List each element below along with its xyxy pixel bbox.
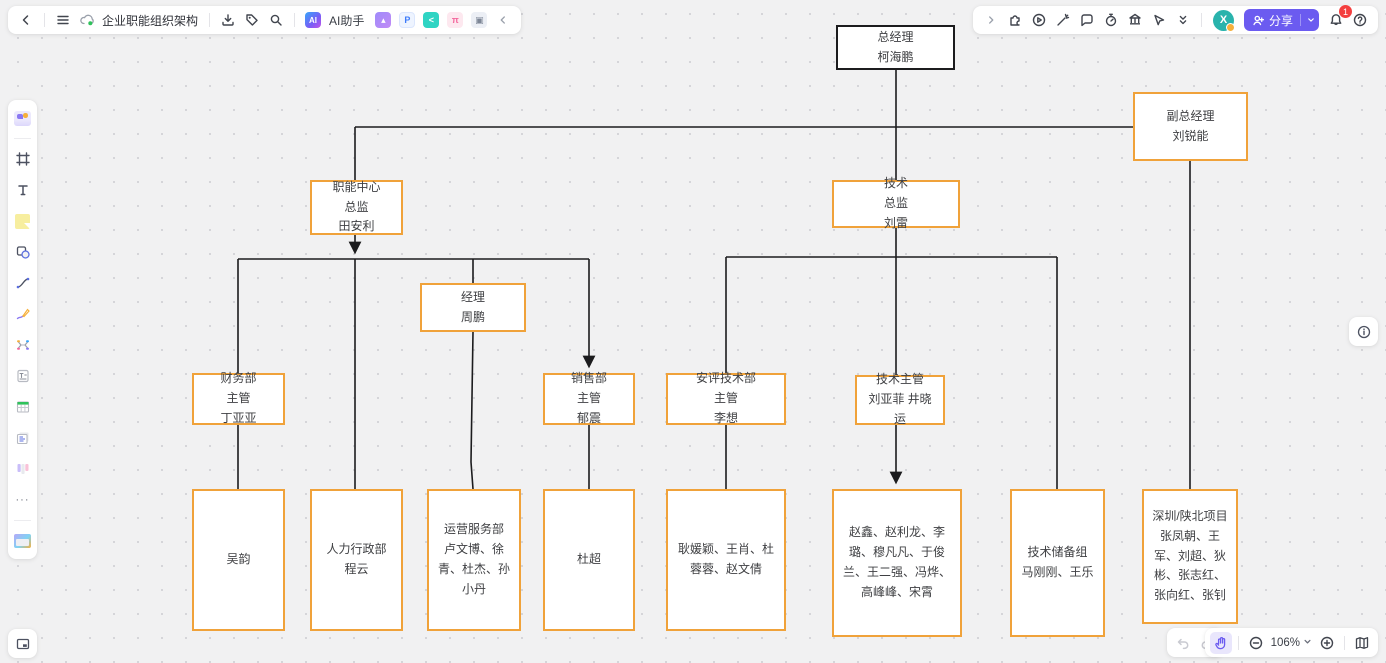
org-node-safety-tech[interactable]: 安评技术部 主管 李想: [666, 371, 786, 425]
pen-icon[interactable]: [12, 303, 34, 325]
divider: [1237, 635, 1239, 650]
divider: [44, 13, 45, 27]
pink-plugin-icon[interactable]: π: [447, 12, 464, 28]
org-node-sales-staff[interactable]: 杜超: [543, 489, 635, 631]
ai-assistant-label[interactable]: AI助手: [329, 13, 365, 28]
org-node-deputy-gm[interactable]: 副总经理 刘锐能: [1133, 92, 1248, 161]
more-tools-icon[interactable]: ···: [15, 494, 30, 506]
zoom-out-icon[interactable]: [1245, 632, 1267, 654]
divider: [14, 138, 31, 139]
collapse-left-icon[interactable]: [492, 9, 514, 31]
org-node-safety-staff[interactable]: 耿媛颖、王肖、杜蓉蓉、赵文倩: [666, 489, 786, 631]
info-icon: [1357, 325, 1370, 338]
divider: [1344, 635, 1345, 650]
frame-icon[interactable]: [12, 148, 34, 170]
kanban-icon[interactable]: [12, 458, 34, 480]
help-icon[interactable]: [1349, 9, 1371, 31]
collapse-toolbar-icon[interactable]: [1172, 9, 1194, 31]
org-node-hr-admin[interactable]: 人力行政部 程云: [310, 489, 403, 631]
text-tool-icon[interactable]: [12, 179, 34, 201]
divider: [209, 13, 211, 27]
divider: [14, 520, 31, 521]
expand-right-icon[interactable]: [980, 9, 1002, 31]
org-node-manager[interactable]: 经理 周鹏: [420, 283, 526, 332]
mindmap-icon[interactable]: [12, 334, 34, 356]
share-button[interactable]: 分享: [1243, 9, 1319, 31]
notification-badge: 1: [1339, 5, 1352, 18]
hand-tool-icon[interactable]: [1209, 631, 1232, 654]
frames-panel-button[interactable]: [8, 629, 37, 658]
notification-bell-icon[interactable]: 1: [1325, 5, 1352, 31]
timer-icon[interactable]: [1100, 9, 1122, 31]
menu-icon[interactable]: [52, 9, 74, 31]
cursor-icon[interactable]: [1148, 9, 1170, 31]
share-dropdown-icon[interactable]: [1305, 14, 1317, 26]
org-node-tech-staff[interactable]: 赵鑫、赵利龙、李璐、穆凡凡、于俊兰、王二强、冯烨、高峰峰、宋霄: [832, 489, 962, 637]
p-plugin-icon[interactable]: P: [399, 12, 416, 28]
c-plugin-icon[interactable]: <: [423, 12, 440, 28]
top-right-toolbar: X 分享 1: [972, 5, 1378, 34]
cloud-sync-icon: [76, 9, 98, 31]
org-node-operations[interactable]: 运营服务部 卢文博、徐青、杜杰、孙小丹: [427, 489, 521, 631]
divider: [1200, 13, 1202, 27]
sticky-note-icon[interactable]: [12, 210, 34, 232]
download-icon[interactable]: [217, 9, 239, 31]
frame-screen-icon: [16, 638, 29, 649]
zoom-dropdown-icon[interactable]: [1302, 634, 1313, 652]
org-node-function-center[interactable]: 职能中心 总监 田安利: [310, 180, 403, 235]
back-icon[interactable]: [15, 9, 37, 31]
org-node-sales[interactable]: 销售部 主管 郁震: [543, 371, 635, 425]
org-node-finance[interactable]: 财务部 主管 丁亚亚: [192, 371, 285, 425]
org-node-general-manager[interactable]: 总经理 柯海鹏: [836, 25, 955, 70]
org-node-shenzhen-shanbei[interactable]: 深圳/陕北项目 张凤朝、王军、刘超、狄彬、张志红、张向红、张钊: [1142, 489, 1238, 624]
laser-pointer-icon[interactable]: [1052, 9, 1074, 31]
image-plugin-icon[interactable]: ▴: [375, 12, 392, 28]
org-node-finance-staff[interactable]: 吴韵: [192, 489, 285, 631]
zoom-level[interactable]: 106%: [1270, 636, 1300, 649]
zoom-toolbar: 106%: [1204, 628, 1378, 657]
org-node-tech-supervisor[interactable]: 技术主管 刘亚菲 井晓运: [855, 372, 945, 426]
document-icon[interactable]: [12, 365, 34, 387]
share-label: 分享: [1268, 13, 1293, 28]
templates-icon[interactable]: [12, 107, 34, 129]
search-icon[interactable]: [265, 9, 287, 31]
avatar[interactable]: X: [1212, 9, 1235, 32]
tag-icon[interactable]: [241, 9, 263, 31]
share-user-icon: [1253, 15, 1265, 25]
plugins-icon[interactable]: [1004, 9, 1026, 31]
ai-assistant-icon[interactable]: AI: [302, 9, 324, 31]
table-icon[interactable]: [12, 396, 34, 418]
tools-sidebar: ···: [8, 100, 37, 559]
zoom-in-icon[interactable]: [1316, 632, 1338, 654]
play-demo-icon[interactable]: [1028, 9, 1050, 31]
connector-icon[interactable]: [12, 272, 34, 294]
divider: [1300, 14, 1301, 26]
top-left-toolbar: 企业职能组织架构 AI AI助手 ▴ P < π ▣: [8, 6, 522, 34]
shapes-icon[interactable]: [12, 241, 34, 263]
minimap-icon[interactable]: [1351, 632, 1373, 654]
document-title[interactable]: 企业职能组织架构: [102, 13, 199, 28]
info-button[interactable]: [1349, 317, 1378, 346]
presentation-icon[interactable]: [1124, 9, 1146, 31]
org-node-tech-reserve[interactable]: 技术储备组 马刚刚、王乐: [1010, 489, 1105, 637]
undo-icon[interactable]: [1172, 632, 1194, 654]
chat-plugin-icon[interactable]: ▣: [471, 12, 488, 28]
divider: [294, 13, 296, 27]
toolbox-icon[interactable]: [12, 530, 34, 552]
comment-icon[interactable]: [1076, 9, 1098, 31]
org-node-tech-director[interactable]: 技术 总监 刘雷: [832, 176, 960, 230]
card-icon[interactable]: [12, 427, 34, 449]
